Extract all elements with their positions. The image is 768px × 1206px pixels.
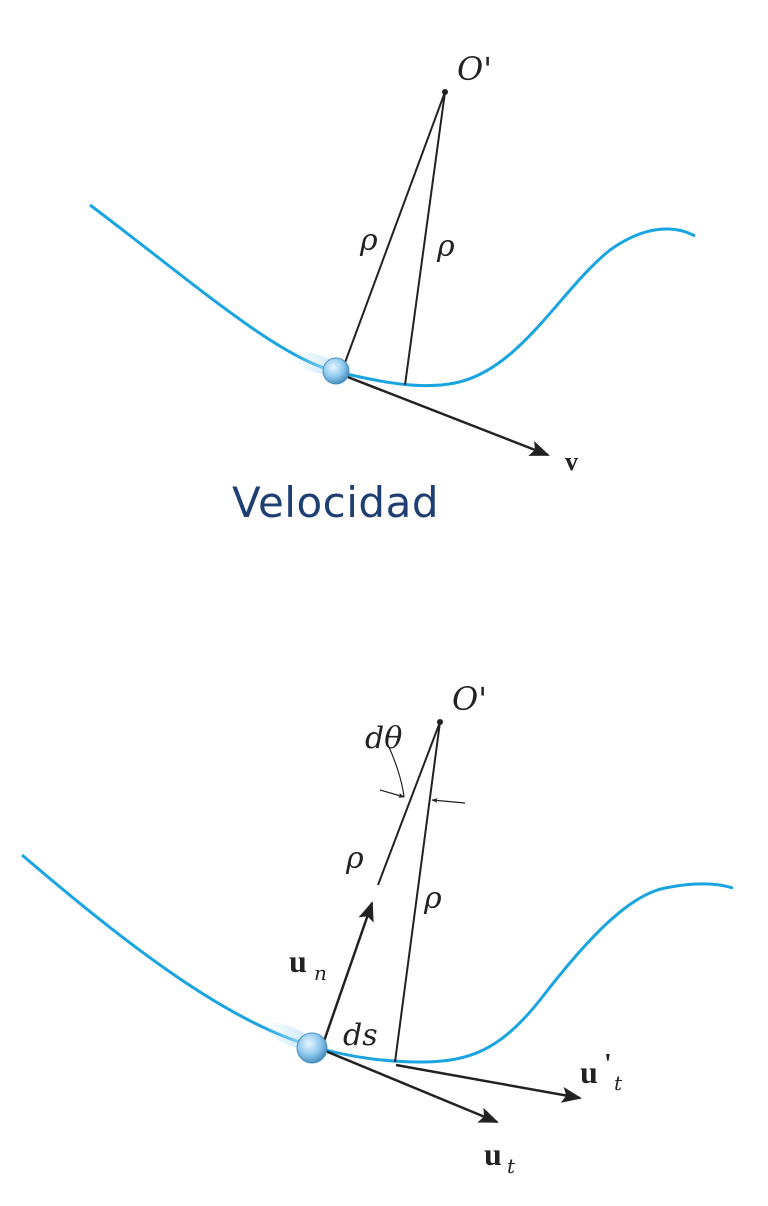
normal-label: u [289, 943, 307, 979]
center-point [437, 719, 443, 725]
velocity-label: v [565, 447, 578, 476]
tangent-vector-2 [395, 1063, 582, 1103]
arc-label: ds [343, 1018, 378, 1053]
particle [322, 357, 350, 385]
center-label: O' [457, 50, 492, 88]
caption-velocidad: Velocidad [232, 478, 439, 527]
angle-label: dθ [365, 721, 402, 756]
top-diagram: O' ρ ρ v [89, 50, 696, 476]
normal-subscript: n [314, 961, 327, 985]
normal-vector [321, 901, 374, 1045]
center-label: O' [452, 680, 487, 718]
radius-line-1 [377, 721, 441, 886]
tangent-vector [322, 1048, 499, 1124]
radius-label-1: ρ [345, 841, 364, 876]
velocity-vector [339, 372, 550, 457]
angle-arc [387, 744, 405, 798]
tangent-subscript: t [507, 1154, 516, 1178]
tangent2-label: u [580, 1054, 598, 1090]
radius-line-1 [342, 91, 446, 369]
radius-line-2 [404, 91, 446, 386]
tangent-label: u [484, 1136, 502, 1172]
tangent2-prime: ' [604, 1049, 612, 1080]
particle [296, 1032, 328, 1064]
radius-label-2: ρ [436, 229, 455, 264]
trajectory-curve [21, 853, 734, 1064]
angle-tick-right [431, 798, 466, 804]
trajectory-curve [89, 203, 696, 388]
radius-label-1: ρ [359, 223, 378, 258]
radius-label-2: ρ [423, 881, 442, 916]
angle-tick-left [379, 789, 405, 798]
bottom-diagram: O' dθ ρ ρ u n ds u t u ' t [21, 680, 734, 1178]
tangent2-subscript: t [614, 1071, 623, 1095]
radius-line-2 [394, 721, 441, 1063]
center-point [442, 89, 448, 95]
